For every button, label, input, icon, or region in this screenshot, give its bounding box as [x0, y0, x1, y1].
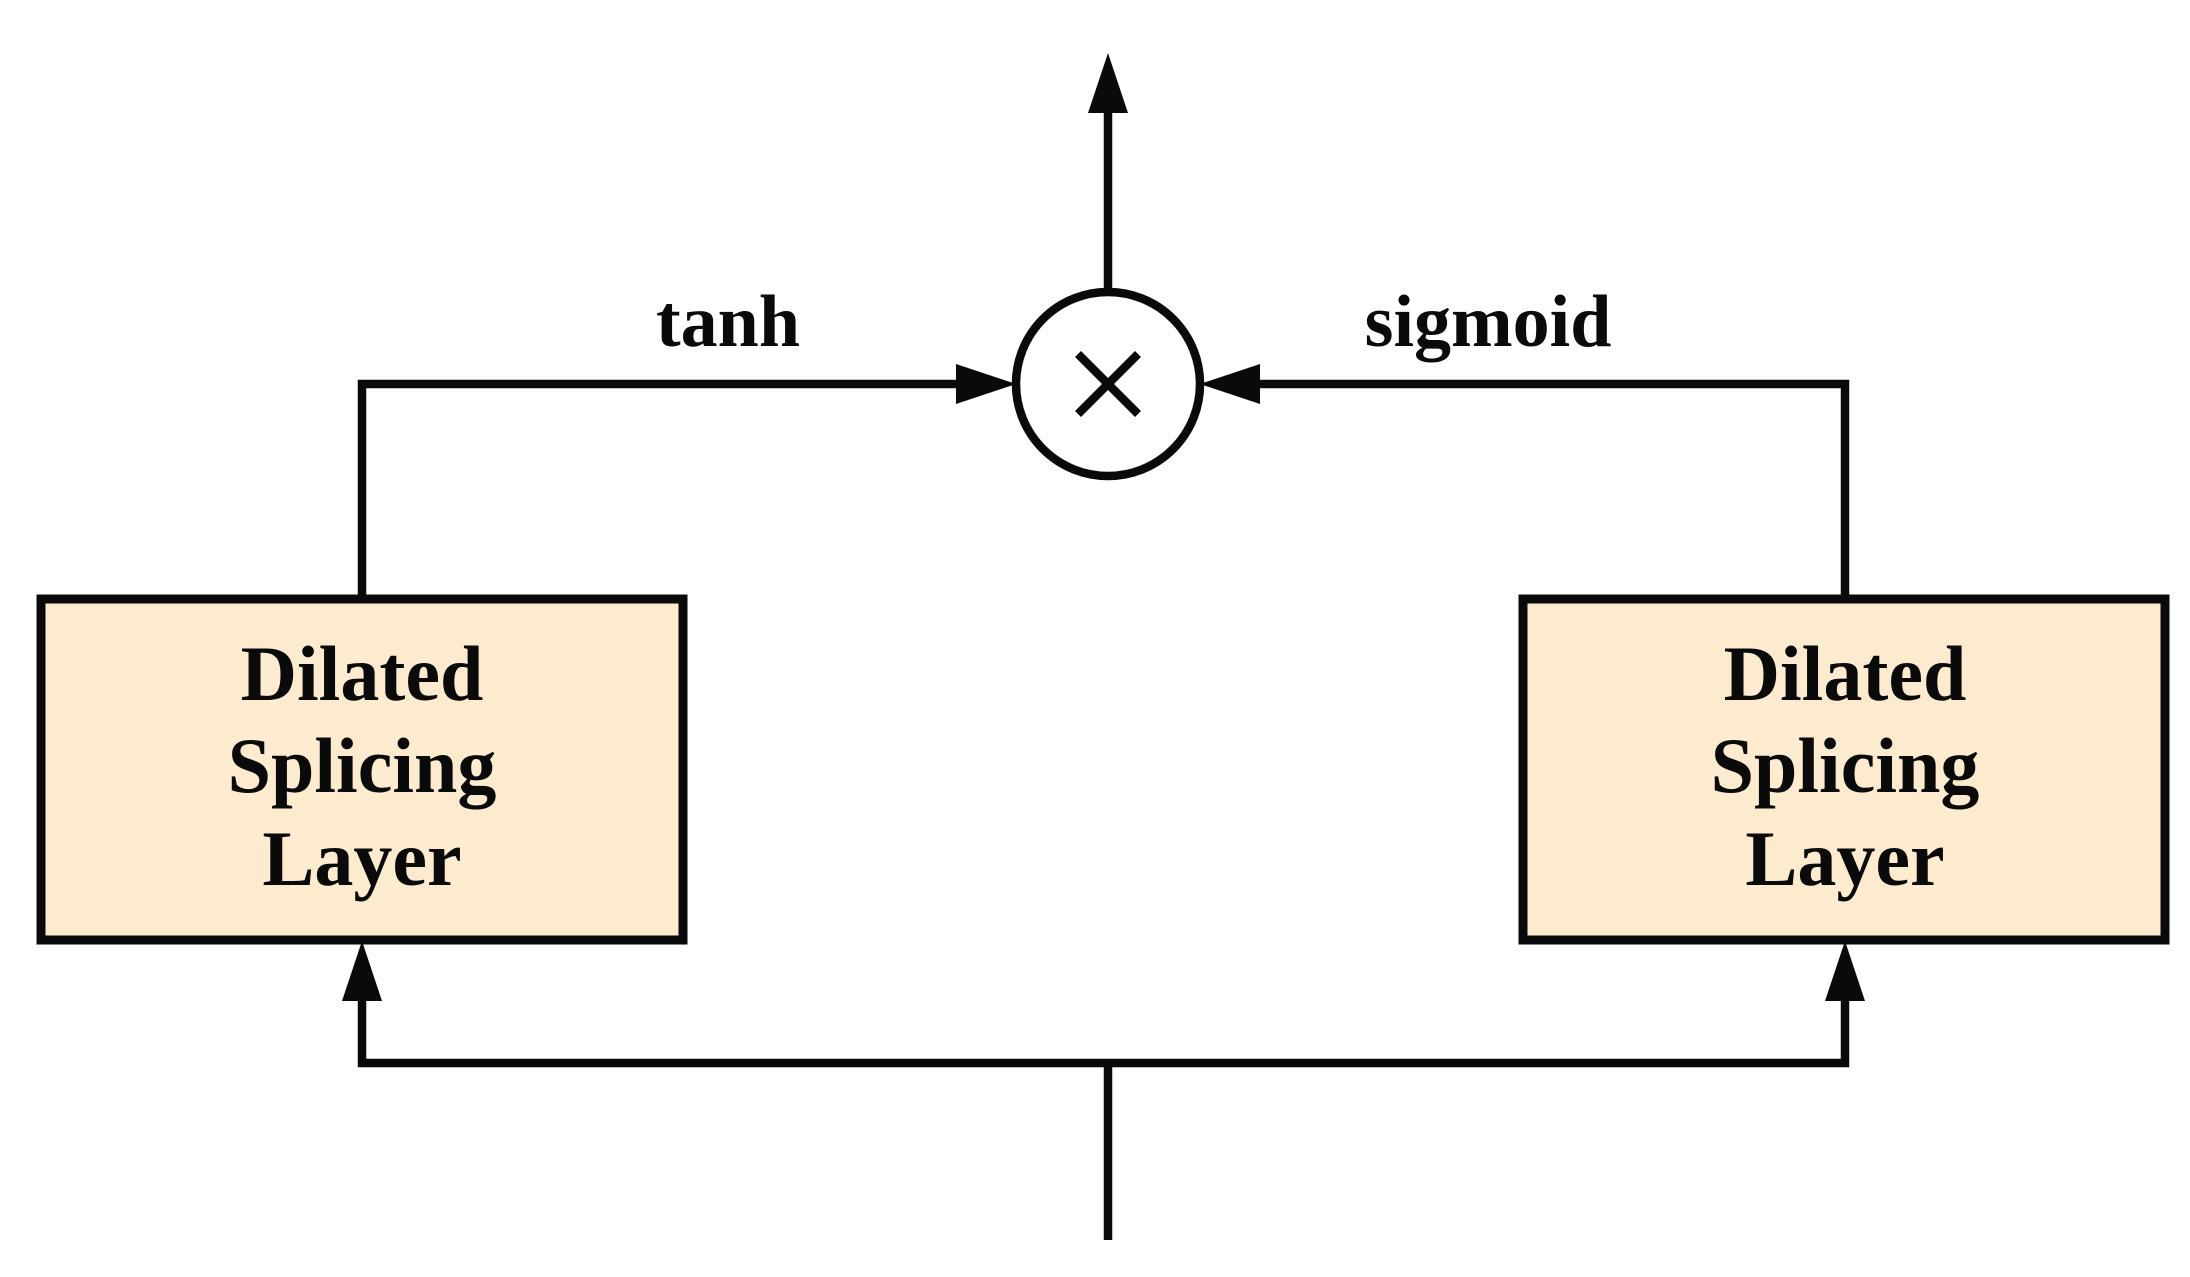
left-block-label-line3: Layer	[262, 815, 461, 902]
input-split-line	[357, 972, 1850, 1068]
right-block-label-line3: Layer	[1745, 815, 1944, 902]
right-block-label-line2: Splicing	[1711, 722, 1980, 809]
output-arrowhead	[1088, 53, 1128, 113]
right-to-multiply-line	[1254, 379, 1850, 597]
multiply-icon	[1074, 350, 1142, 418]
multiply-node	[1011, 287, 1205, 481]
right-to-multiply-arrowhead	[1200, 364, 1260, 404]
left-to-multiply-arrowhead	[956, 364, 1016, 404]
right-block-rect	[1518, 594, 2170, 945]
left-block-label-line1: Dilated	[241, 630, 484, 717]
left-block-input-arrowhead	[342, 941, 382, 1001]
sigmoid-label: sigmoid	[1365, 281, 1612, 363]
left-block-label-line2: Splicing	[228, 722, 497, 809]
right-block-input-arrowhead	[1825, 941, 1865, 1001]
tanh-label: tanh	[656, 281, 800, 363]
right-dilated-splicing-layer-block: Dilated Splicing Layer	[1518, 594, 2170, 945]
left-to-multiply-line	[357, 379, 962, 597]
left-block-rect	[36, 594, 688, 945]
left-dilated-splicing-layer-block: Dilated Splicing Layer	[36, 594, 688, 945]
right-block-label-line1: Dilated	[1724, 630, 1967, 717]
